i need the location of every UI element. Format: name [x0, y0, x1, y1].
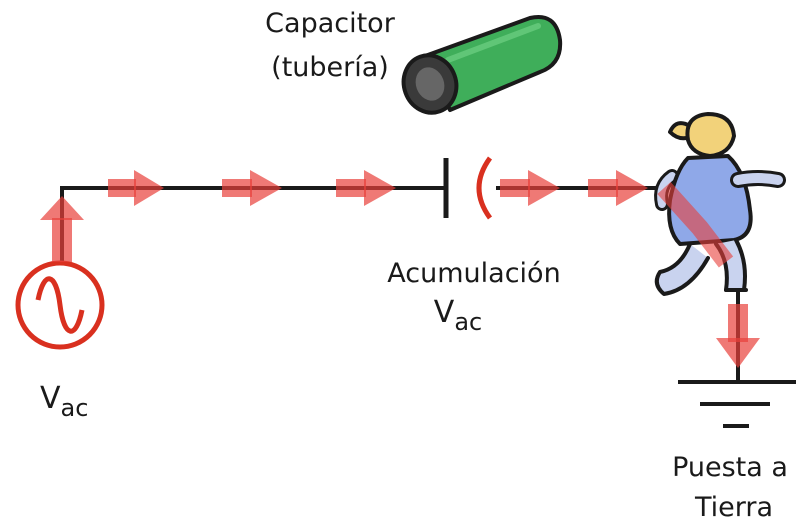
- capacitor-sublabel: (tubería): [271, 52, 389, 83]
- ground-label: Puesta a: [672, 452, 788, 483]
- capacitor-symbol: [443, 156, 493, 220]
- accumulation-v: V: [434, 295, 455, 330]
- current-arrow: [336, 170, 396, 206]
- capacitor-curved-plate: [476, 156, 493, 220]
- ac-source-icon: [15, 260, 105, 350]
- current-arrows: [40, 170, 648, 262]
- ground-icon: [678, 380, 796, 428]
- ground-sublabel: Tierra: [694, 492, 773, 523]
- capacitor-label: Capacitor: [265, 8, 396, 39]
- current-arrow: [716, 304, 760, 368]
- current-arrow: [588, 170, 648, 206]
- current-arrow: [657, 181, 734, 268]
- current-arrow: [40, 196, 84, 262]
- pipe-icon: [401, 15, 563, 115]
- source-subscript: ac: [61, 394, 89, 422]
- accumulation-voltage-label: Vac: [434, 295, 482, 336]
- current-arrows-person: [657, 181, 760, 368]
- accumulation-label: Acumulación: [387, 258, 560, 289]
- source-v: V: [40, 381, 61, 416]
- source-voltage-label: Vac: [40, 381, 88, 422]
- current-arrow: [500, 170, 560, 206]
- current-arrow: [108, 170, 164, 206]
- current-arrow: [222, 170, 282, 206]
- accumulation-subscript: ac: [454, 308, 482, 336]
